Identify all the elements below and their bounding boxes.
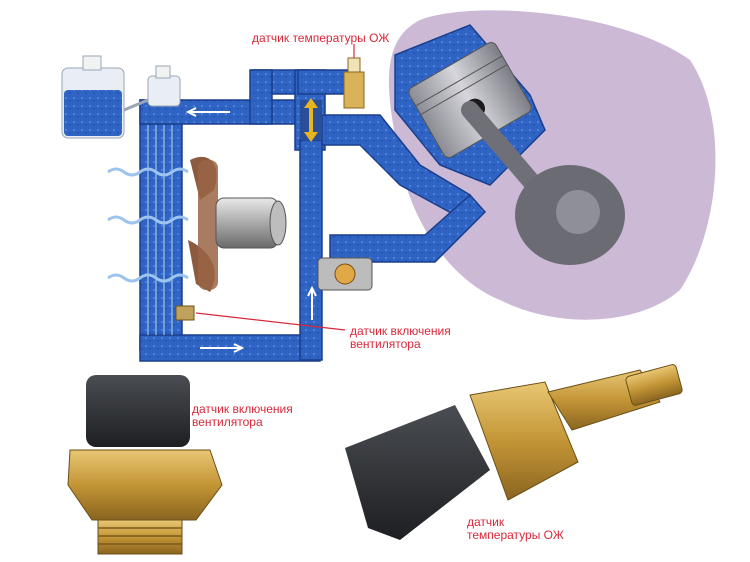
fan-switch-sensor-photo (67, 375, 223, 555)
label-coolant-temp-sensor-top: датчик температуры ОЖ (252, 32, 389, 45)
label-fan-switch-photo-line2: вентилятора (192, 415, 263, 429)
label-fan-switch-photo-line1: датчик включения (192, 402, 293, 416)
label-coolant-temp-top-text: датчик температуры ОЖ (252, 31, 390, 45)
label-fan-switch-diagram: датчик включения вентилятора (350, 325, 451, 351)
radiator-icon (147, 125, 173, 335)
label-fan-switch-photo: датчик включения вентилятора (192, 403, 293, 429)
flow-arrows (185, 107, 317, 353)
airflow-arrows (107, 167, 189, 283)
label-fan-switch-diagram-line2: вентилятора (350, 337, 421, 351)
water-pump-icon (317, 257, 373, 291)
fan-motor-icon (188, 156, 287, 292)
crankshaft-icon (515, 165, 625, 265)
fan-switch-sensor-icon (175, 305, 195, 321)
label-coolant-temp-photo-line1: датчик (467, 515, 505, 529)
coolant-temp-sensor-icon (343, 57, 365, 109)
label-coolant-temp-photo-line2: температуры ОЖ (467, 528, 564, 542)
leader-lines (195, 44, 355, 331)
expansion-tank-icon (61, 55, 181, 139)
label-fan-switch-diagram-line1: датчик включения (350, 324, 451, 338)
thermostat-icon (300, 98, 322, 142)
label-coolant-temp-photo: датчик температуры ОЖ (467, 516, 564, 542)
coolant-temp-sensor-photo (345, 364, 683, 540)
